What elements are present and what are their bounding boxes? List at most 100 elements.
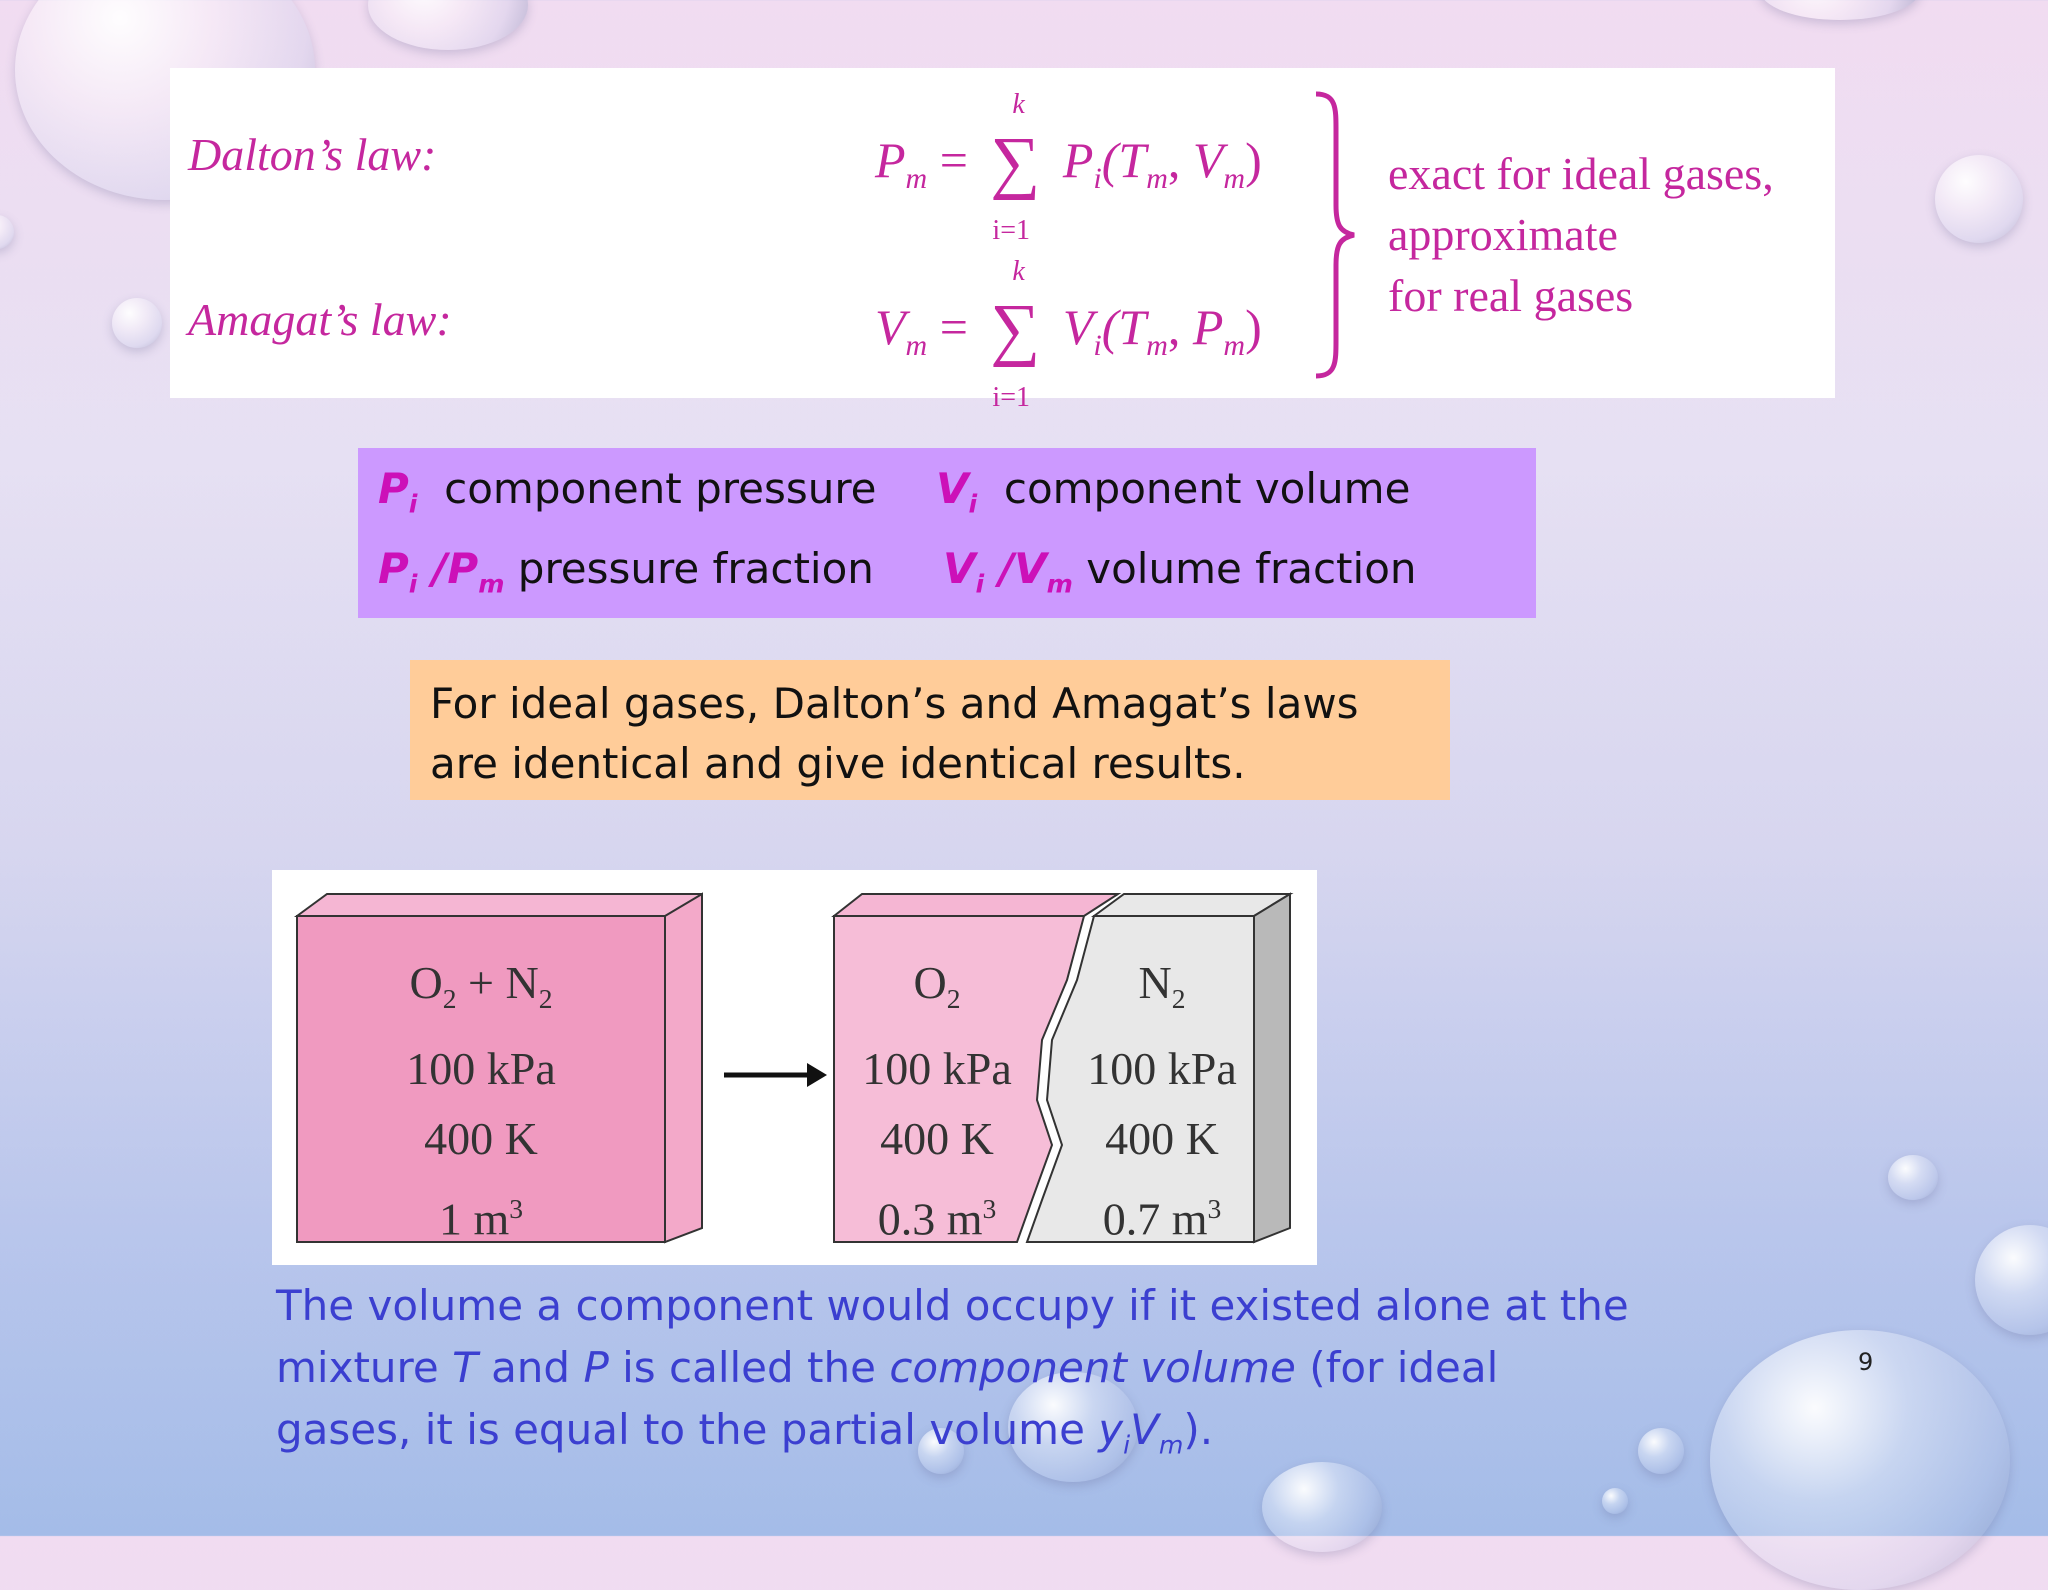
n2-pressure: 100 kPa bbox=[1087, 1043, 1237, 1095]
symbol: Pi /Pm bbox=[378, 544, 504, 598]
definitions-panel: Pi component pressure Vi component volum… bbox=[358, 448, 1536, 618]
eq-lhs-sub: m bbox=[905, 329, 928, 362]
label: 0.7 m bbox=[1102, 1193, 1208, 1245]
o2-labels: O2 100 kPa 400 K 0.3 m3 bbox=[832, 948, 1042, 1255]
bubble-decoration bbox=[1975, 1225, 2048, 1335]
o2-block-top bbox=[831, 893, 1122, 917]
symbol-sub: m bbox=[1046, 569, 1073, 599]
symbol-sub: m bbox=[478, 569, 505, 599]
page-number: 9 bbox=[1858, 1348, 1874, 1376]
label-sup: 3 bbox=[982, 1193, 997, 1225]
eq-close: ) bbox=[1245, 299, 1262, 355]
arrow-head-icon bbox=[807, 1063, 827, 1087]
label: N bbox=[1138, 957, 1172, 1008]
bubble-decoration bbox=[1760, 0, 1920, 20]
symbol-sub: i bbox=[968, 489, 978, 519]
definition-text: pressure fraction bbox=[517, 544, 874, 593]
symbol-sub: i bbox=[408, 569, 418, 599]
bubble-decoration bbox=[1602, 1488, 1628, 1514]
o2-temperature: 400 K bbox=[880, 1113, 994, 1165]
symbol: Vi bbox=[936, 464, 977, 518]
bubble-decoration bbox=[0, 215, 14, 249]
diagram-graphics bbox=[293, 892, 1294, 1244]
n2-name: N2 bbox=[1062, 948, 1262, 1034]
mixture-volume: 1 m3 bbox=[297, 1174, 665, 1254]
label: O bbox=[913, 957, 947, 1008]
mixture-temperature: 400 K bbox=[424, 1113, 538, 1165]
label-sup: 3 bbox=[509, 1193, 524, 1225]
caption-text: ). bbox=[1183, 1405, 1214, 1454]
symbol-letter: V bbox=[943, 544, 976, 593]
caption-emphasis: component volume bbox=[889, 1343, 1296, 1392]
symbol-slash: /V bbox=[984, 544, 1047, 593]
o2-volume: 0.3 m3 bbox=[832, 1174, 1042, 1254]
label-sub: 2 bbox=[1171, 983, 1186, 1015]
bubble-decoration bbox=[1008, 1372, 1138, 1482]
symbol-letter: P bbox=[378, 544, 409, 593]
caption-symbol: V bbox=[1130, 1405, 1159, 1454]
o2-name: O2 bbox=[832, 948, 1042, 1034]
symbol-sub: i bbox=[975, 569, 985, 599]
label: 0.3 m bbox=[877, 1193, 983, 1245]
caption-symbol: P bbox=[583, 1343, 609, 1392]
eq-term-sub: i bbox=[1093, 162, 1102, 195]
volume-fraction-def: Vi /Vm volume fraction bbox=[943, 544, 1417, 598]
mixture-block-side bbox=[664, 892, 703, 1244]
mixture-block-top bbox=[293, 893, 703, 917]
component-volume-diagram: O2 + N2 100 kPa 400 K 1 m3 O2 100 kPa 40… bbox=[272, 870, 1317, 1265]
mixture-block-front bbox=[296, 915, 666, 1243]
note-line: approximate bbox=[1388, 209, 1618, 260]
equals-sign: = bbox=[939, 132, 981, 188]
caption-sub: i bbox=[1123, 1430, 1131, 1460]
bubble-decoration bbox=[1638, 1428, 1684, 1474]
bubble-decoration bbox=[1935, 155, 2023, 243]
n2-labels: N2 100 kPa 400 K 0.7 m3 bbox=[1062, 948, 1262, 1255]
symbol-slash: /P bbox=[417, 544, 479, 593]
label-sup: 3 bbox=[1207, 1193, 1222, 1225]
ideal-gas-note: For ideal gases, Dalton’s and Amagat’s l… bbox=[410, 660, 1450, 800]
caption-symbol: y bbox=[1098, 1405, 1124, 1454]
o2-block-front bbox=[833, 915, 1086, 1243]
curly-brace-icon bbox=[1315, 91, 1355, 379]
note-line: exact for ideal gases, bbox=[1388, 148, 1774, 199]
caption-text: The volume a component would occupy if i… bbox=[276, 1281, 1629, 1392]
definition-text: component pressure bbox=[444, 464, 877, 513]
caption-text: is called the bbox=[608, 1343, 890, 1392]
sum-lower-limit: i=1 bbox=[992, 215, 1030, 246]
bubble-decoration bbox=[112, 298, 162, 348]
eq-arg1-sub: m bbox=[1146, 329, 1168, 362]
eq-arg1: (T bbox=[1101, 299, 1147, 355]
label: + N bbox=[456, 957, 539, 1008]
eq-arg1-sub: m bbox=[1146, 162, 1168, 195]
mixture-labels: O2 + N2 100 kPa 400 K 1 m3 bbox=[297, 948, 665, 1255]
mixture-name: O2 + N2 bbox=[297, 948, 665, 1034]
eq-lhs: V bbox=[875, 299, 906, 355]
ideal-gas-note-text: For ideal gases, Dalton’s and Amagat’s l… bbox=[430, 679, 1359, 788]
component-volume-caption: The volume a component would occupy if i… bbox=[276, 1275, 1636, 1476]
bubble-decoration bbox=[368, 0, 528, 50]
o2-pressure: 100 kPa bbox=[862, 1043, 1012, 1095]
definition-text: volume fraction bbox=[1086, 544, 1417, 593]
eq-arg2: V bbox=[1192, 132, 1224, 188]
label-sub: 2 bbox=[538, 983, 553, 1015]
dalton-law-label: Dalton’s law: bbox=[188, 129, 437, 180]
component-volume-def: Vi component volume bbox=[936, 464, 1410, 518]
mixture-pressure: 100 kPa bbox=[406, 1043, 556, 1095]
sum-upper-limit: k bbox=[1012, 89, 1025, 120]
label-sub: 2 bbox=[442, 983, 457, 1015]
equals-sign: = bbox=[939, 299, 981, 355]
eq-close: ) bbox=[1245, 132, 1262, 188]
sum-upper-limit: k bbox=[1012, 256, 1025, 287]
eq-arg2-sub: m bbox=[1223, 329, 1246, 362]
label: O bbox=[409, 957, 443, 1008]
caption-text: and bbox=[477, 1343, 584, 1392]
symbol-letter: V bbox=[936, 464, 969, 513]
eq-lhs-sub: m bbox=[905, 162, 928, 195]
symbol-letter: P bbox=[378, 464, 409, 513]
sum-lower-limit: i=1 bbox=[992, 382, 1030, 413]
eq-term: P bbox=[1062, 132, 1094, 188]
